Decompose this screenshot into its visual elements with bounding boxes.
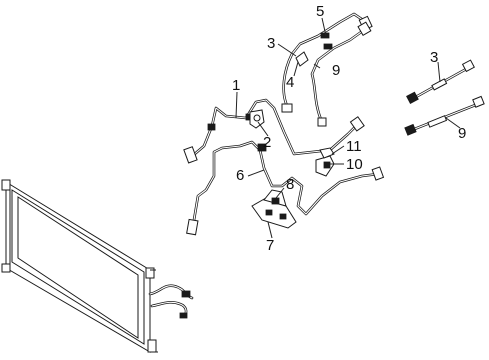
right-hose-part-3 [406, 59, 475, 104]
cooler-side-fittings [148, 284, 194, 319]
callout-3: 3 [267, 35, 276, 52]
callout-11: 11 [346, 138, 362, 155]
callout-9-right: 9 [458, 125, 467, 142]
center-hose-assembly [281, 12, 373, 127]
callout-2: 2 [263, 134, 272, 151]
callout-7: 7 [266, 237, 275, 254]
callout-5: 5 [316, 3, 325, 20]
part-10-11-brackets [315, 147, 335, 177]
callout-4: 4 [286, 74, 295, 91]
callout-1: 1 [232, 77, 241, 94]
part-1-cooler-line [183, 98, 365, 164]
part-2-clamp [249, 109, 265, 129]
callout-9: 9 [332, 62, 341, 79]
leader-lines [235, 17, 461, 239]
right-hose-part-9 [404, 95, 485, 136]
part-7-8-mount-bracket [251, 189, 297, 229]
callout-3-right: 3 [430, 49, 439, 66]
callout-10: 10 [346, 156, 363, 173]
condenser-cooler [1, 179, 158, 353]
part-6-cooler-line [186, 140, 385, 236]
callout-8: 8 [286, 176, 295, 193]
callout-6: 6 [236, 167, 245, 184]
